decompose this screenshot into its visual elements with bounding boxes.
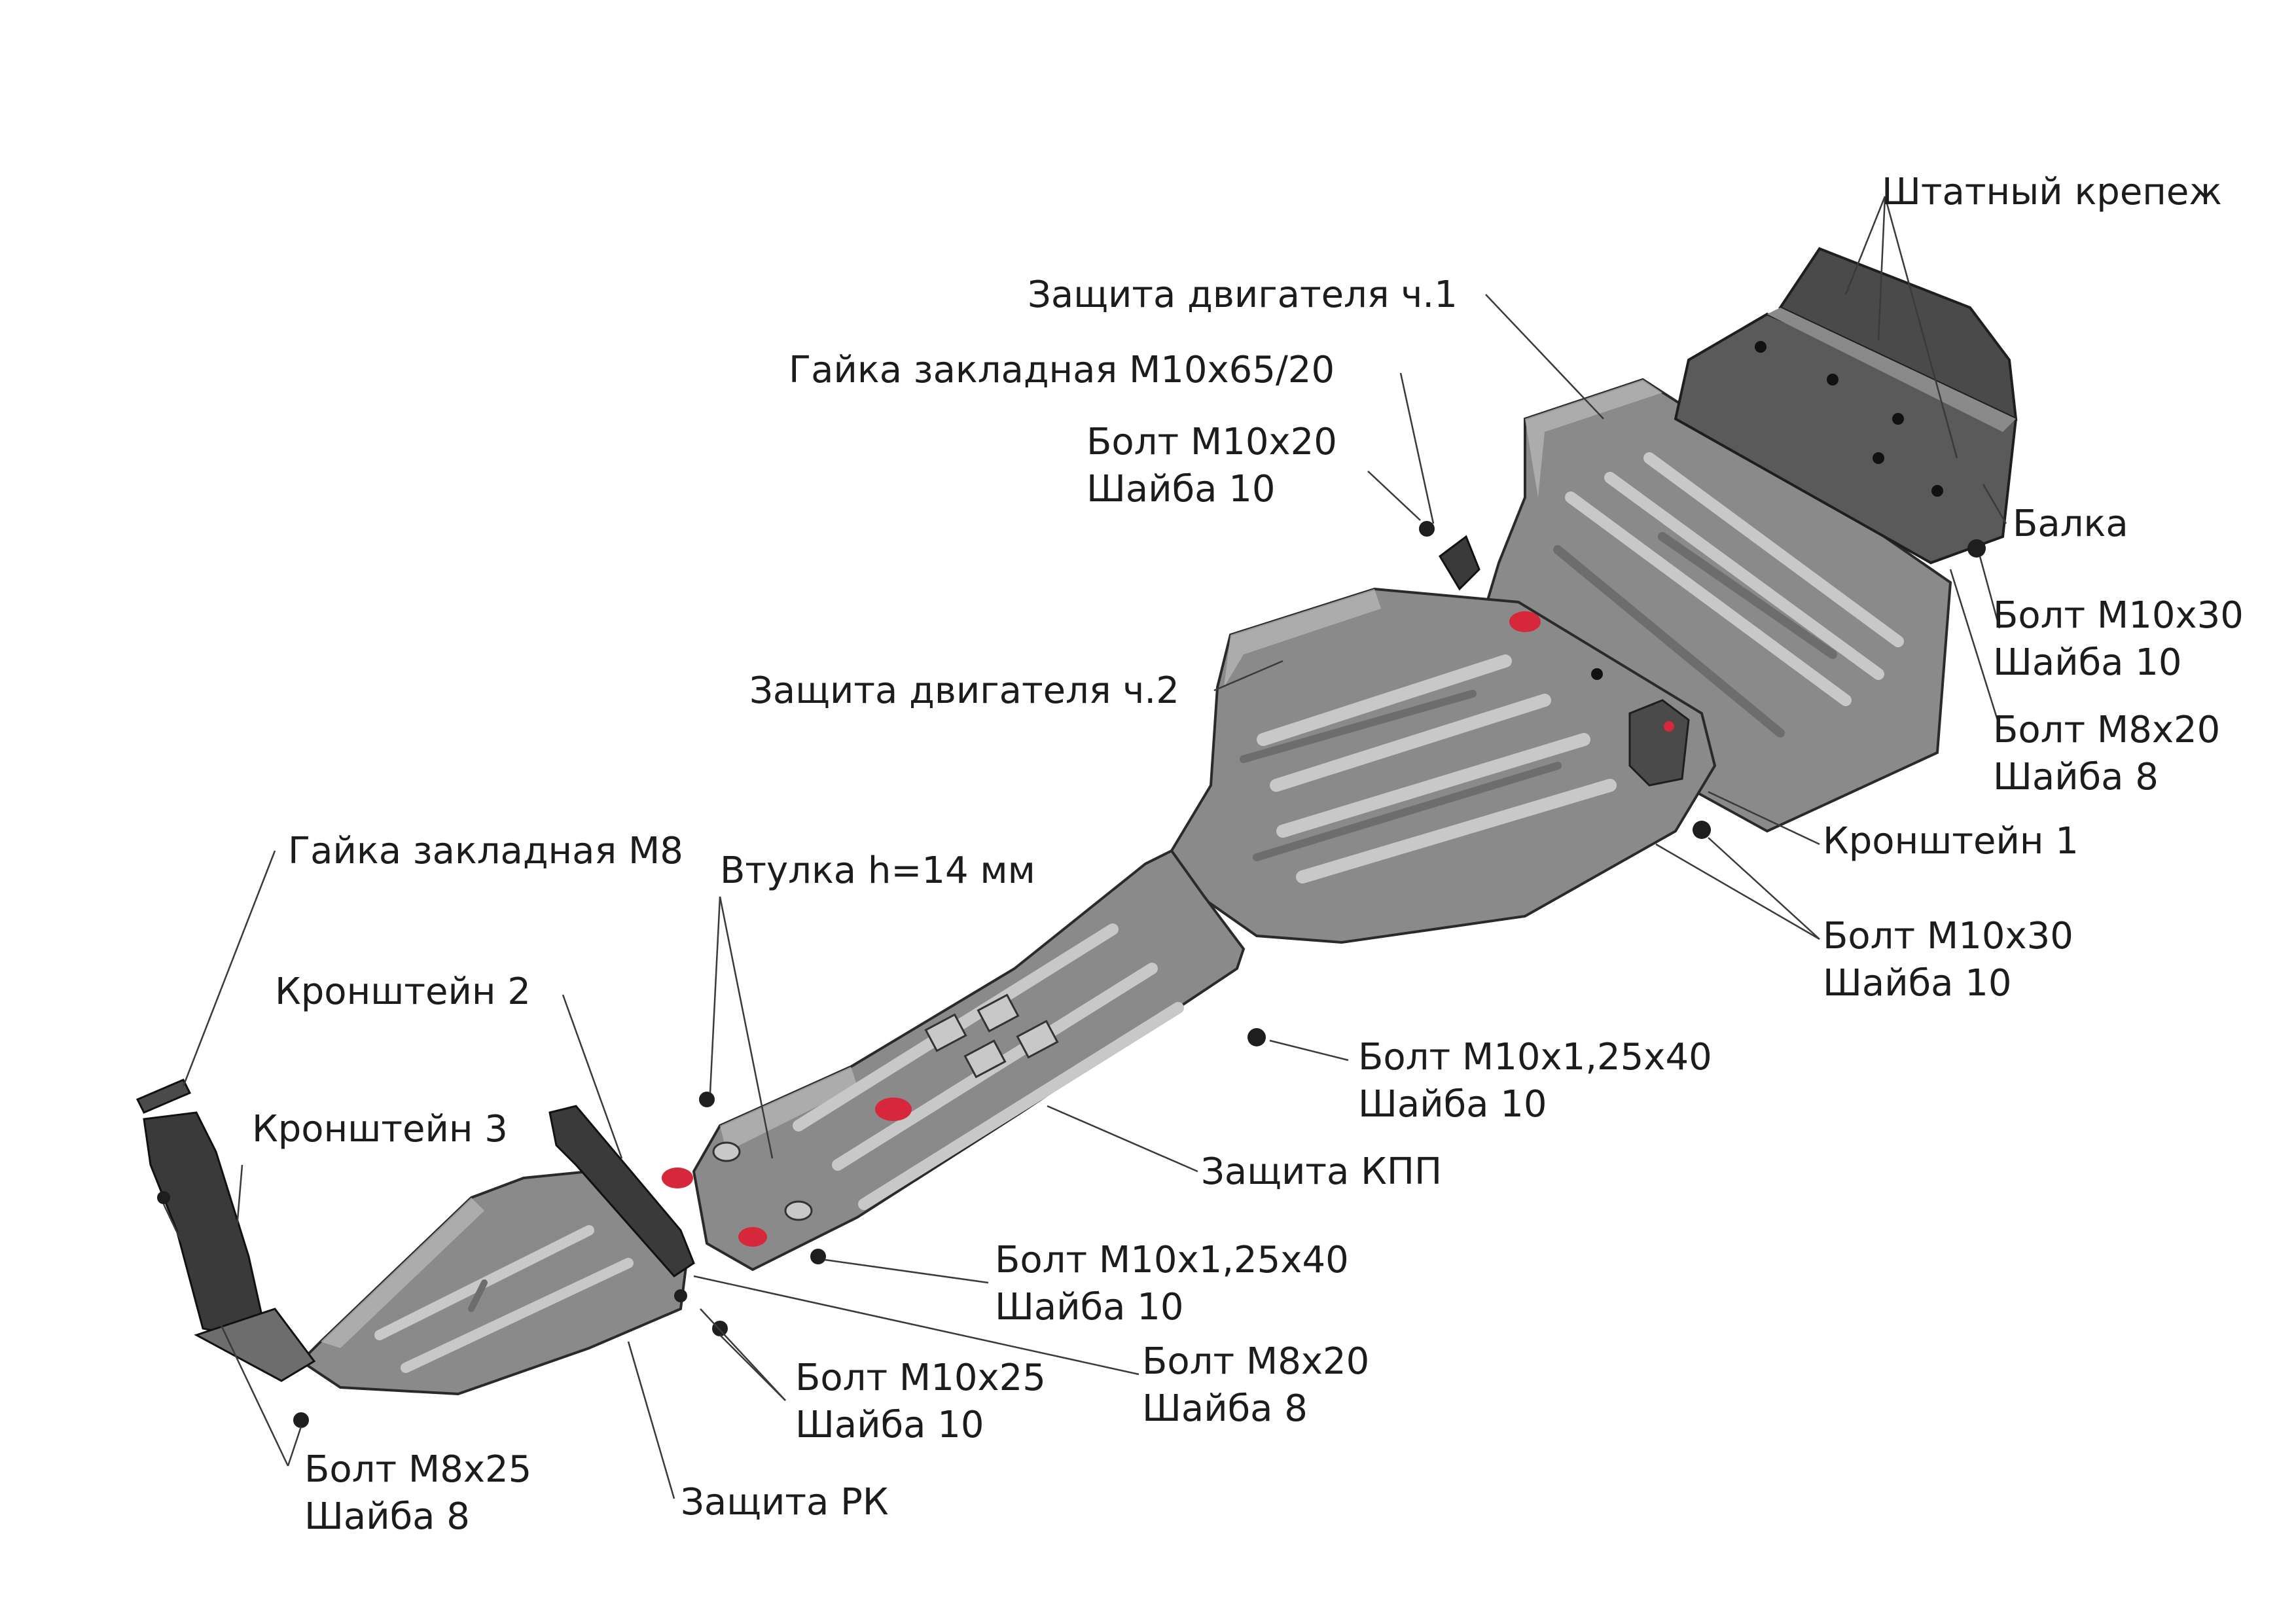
engine-guard-part-2 xyxy=(1170,587,1717,944)
bracket-1 xyxy=(1628,699,1690,787)
transfer-case-guard xyxy=(298,1169,689,1396)
label-transfer-case-guard: Защита РК xyxy=(681,1481,889,1524)
label-insert-nut-m8: Гайка закладная М8 xyxy=(288,830,683,872)
leader-lines xyxy=(162,196,2007,1499)
bracket-3 xyxy=(135,1079,316,1382)
label-standard-fasteners: Штатный крепеж xyxy=(1882,171,2222,213)
label-bushing: Втулка h=14 мм xyxy=(720,849,1035,892)
label-bracket-1: Кронштейн 1 xyxy=(1823,820,2079,863)
label-insert-nut-m10: Гайка закладная М10х65/20 xyxy=(789,349,1335,391)
label-bracket-3: Кронштейн 3 xyxy=(252,1108,508,1150)
gearbox-guard xyxy=(662,849,1246,1272)
bracket-2 xyxy=(548,1105,695,1277)
label-engine-guard-part-2: Защита двигателя ч.2 xyxy=(749,669,1179,712)
label-engine-guard-part-1: Защита двигателя ч.1 xyxy=(1028,274,1458,316)
engine-nut-bracket xyxy=(1439,535,1480,591)
bolts xyxy=(157,521,1986,1428)
label-gearbox-guard: Защита КПП xyxy=(1201,1150,1443,1193)
label-beam: Балка xyxy=(2013,503,2128,545)
beam xyxy=(1674,247,2018,565)
label-bracket-2: Кронштейн 2 xyxy=(275,971,531,1013)
